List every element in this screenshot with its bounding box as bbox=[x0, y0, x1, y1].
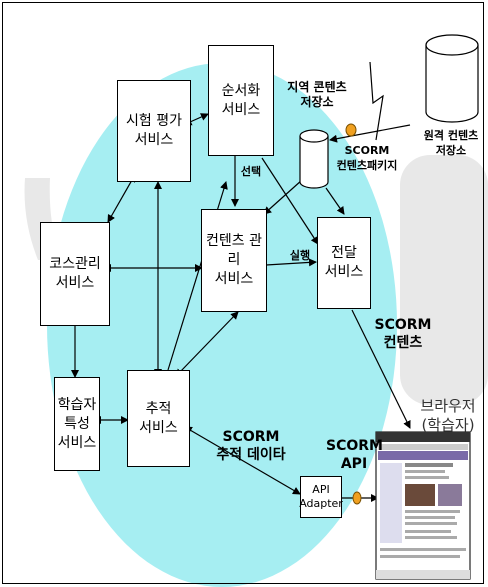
scorm-package-label: SCORM 컨텐츠패키지 bbox=[336, 144, 398, 172]
browser-window-image bbox=[375, 431, 471, 580]
content-management-service-box: 컨텐츠 관리 서비스 bbox=[201, 209, 267, 312]
api-adapter-box: API Adapter bbox=[299, 476, 343, 518]
course-management-service-box: 코스관리 서비스 bbox=[40, 222, 110, 326]
assessment-service-box: 시험 평가 서비스 bbox=[117, 80, 191, 182]
sequencing-service-box: 순서화 서비스 bbox=[208, 45, 274, 156]
remote-repository-cylinder bbox=[425, 34, 479, 123]
scorm-tracking-data-label: SCORM 추적 데이타 bbox=[216, 429, 286, 463]
api-connector-ball bbox=[352, 491, 362, 505]
learner-profile-service-box: 학습자 특성 서비스 bbox=[54, 377, 100, 471]
gray-rounded-shape bbox=[400, 155, 488, 405]
local-repository-cylinder bbox=[299, 129, 329, 189]
remote-repository-label: 원격 컨텐츠 저장소 bbox=[423, 129, 479, 157]
delivery-service-box: 전달 서비스 bbox=[317, 217, 371, 309]
diagram-frame bbox=[2, 2, 484, 584]
scorm-api-label: SCORM API bbox=[326, 438, 383, 472]
scorm-content-label: SCORM 컨텐츠 bbox=[374, 317, 432, 351]
browser-learner-label: 브라우저 (학습자) bbox=[420, 397, 476, 434]
remote-connector-ball bbox=[345, 123, 357, 137]
local-repository-label: 지역 콘텐츠 저장소 bbox=[287, 80, 347, 109]
select-label: 선택 bbox=[240, 165, 262, 178]
execute-label: 실행 bbox=[289, 249, 311, 262]
tracking-service-box: 추적 서비스 bbox=[127, 370, 190, 467]
